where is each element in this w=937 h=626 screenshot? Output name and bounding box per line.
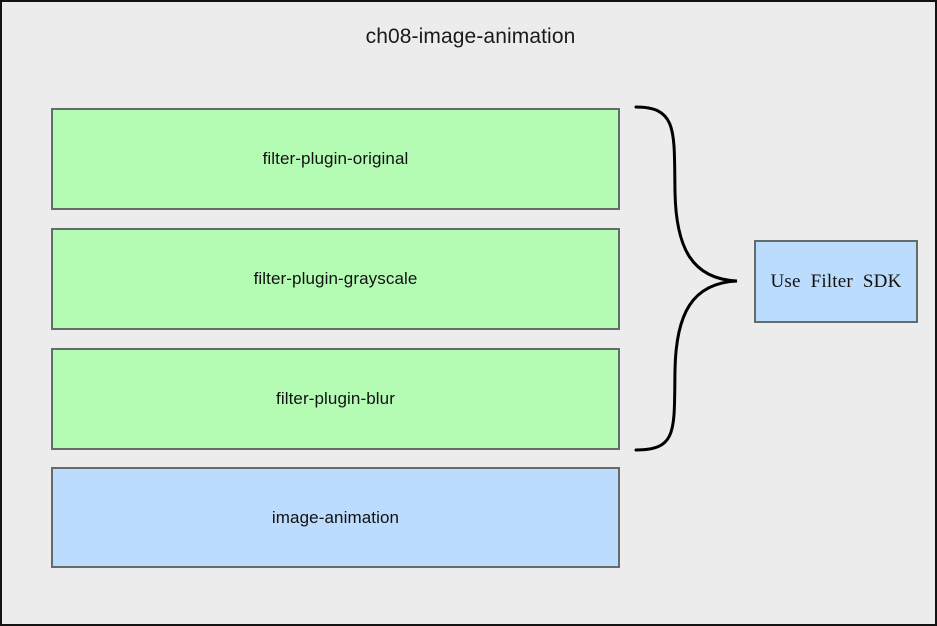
node-label: filter-plugin-original: [262, 149, 409, 168]
node-label: filter-plugin-grayscale: [253, 269, 418, 288]
node-use-filter-sdk[interactable]: Use Filter SDK: [754, 240, 918, 323]
page-title: ch08-image-animation: [365, 25, 576, 48]
node-filter-plugin-grayscale[interactable]: filter-plugin-grayscale: [51, 228, 620, 330]
node-label: image-animation: [271, 507, 400, 527]
node-label: filter-plugin-blur: [276, 389, 395, 408]
node-filter-plugin-blur[interactable]: filter-plugin-blur: [51, 348, 620, 450]
node-label: Use Filter SDK: [770, 270, 902, 292]
node-filter-plugin-original[interactable]: filter-plugin-original: [51, 108, 620, 210]
node-image-animation[interactable]: image-animation: [51, 467, 620, 568]
